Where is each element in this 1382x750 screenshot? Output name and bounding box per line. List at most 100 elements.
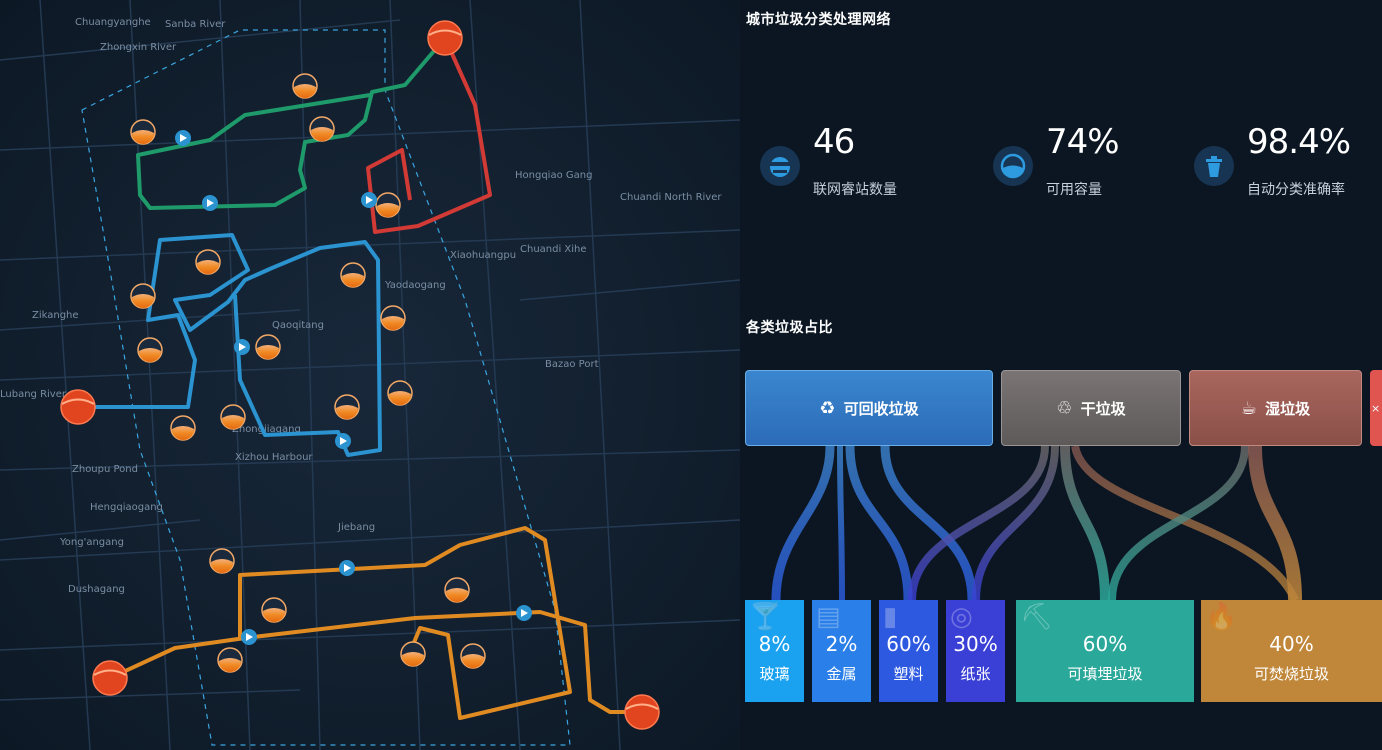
category-hazardous[interactable]: × [1370, 370, 1382, 446]
direction-arrow-icon [361, 192, 377, 208]
station-marker [387, 380, 413, 406]
hub-marker [624, 694, 660, 730]
leaf-percent: 60% [886, 632, 931, 656]
station-marker [292, 73, 318, 99]
station-marker [460, 643, 486, 669]
stat-accuracy: 98.4% 自动分类准确率 [1194, 118, 1380, 208]
map-label: Dushagang [68, 584, 125, 595]
flow-link [1071, 445, 1299, 602]
map-label: Xiaohuangpu [450, 250, 516, 261]
map-label: Bazao Port [545, 359, 599, 370]
stat-label: 自动分类准确率 [1247, 182, 1345, 198]
hazardous-icon: × [1371, 401, 1381, 415]
flow-link [1108, 445, 1249, 601]
direction-arrow-icon [339, 560, 355, 576]
station-marker [137, 337, 163, 363]
recycle-icon: ♻ [819, 397, 836, 419]
route-orange[interactable] [109, 526, 642, 720]
globe-station-icon [760, 146, 800, 186]
flow-link [972, 445, 1059, 601]
leaf-incineration[interactable]: 🔥 40% 可焚烧垃圾 [1201, 600, 1382, 702]
waste-flow-diagram [771, 445, 1302, 602]
category-label: 湿垃圾 [1265, 399, 1311, 418]
leaf-landfill[interactable]: ⛏ 60% 可填埋垃圾 [1016, 600, 1194, 702]
leaf-plastic[interactable]: ▮ 60% 塑料 [879, 600, 938, 702]
street [39, 0, 91, 750]
leaf-percent: 30% [953, 632, 998, 656]
map-label: Chuangyanghe [75, 17, 151, 28]
map-label: Hongqiao Gang [515, 170, 592, 181]
station-marker [209, 548, 235, 574]
map-label: Yaodaogang [384, 280, 446, 291]
station-marker [334, 394, 360, 420]
map-label: Hengqiaogang [90, 502, 163, 513]
leaf-name: 塑料 [893, 665, 924, 683]
category-recyclable[interactable]: ♻ 可回收垃圾 [745, 370, 993, 446]
stat-value: 98.4% [1247, 122, 1351, 162]
category-dry[interactable]: ♲ 干垃圾 [1001, 370, 1181, 446]
leaf-name: 金属 [826, 665, 857, 683]
map-label: Chuandi North River [620, 192, 722, 203]
leaf-percent: 40% [1269, 632, 1314, 656]
station-marker [309, 116, 335, 142]
category-label: 可回收垃圾 [843, 399, 919, 418]
street [389, 0, 421, 750]
stat-stations: 46 联网睿站数量 [760, 118, 960, 208]
bottle-icon: ▮ [883, 602, 898, 632]
breakdown-title: 各类垃圾占比 [746, 320, 833, 336]
flow-links [771, 445, 1302, 602]
shovel-icon: ⛏ [1020, 602, 1054, 632]
fire-icon: 🔥 [1205, 602, 1238, 632]
map-label: Yong'angang [59, 537, 124, 548]
leaf-name: 纸张 [960, 665, 991, 683]
leaf-metal[interactable]: ▤ 2% 金属 [812, 600, 871, 702]
station-marker [375, 192, 401, 218]
category-wet[interactable]: ☕ 湿垃圾 [1189, 370, 1362, 446]
station-marker [217, 647, 243, 673]
station-marker [220, 404, 246, 430]
street [0, 119, 740, 151]
trash-bin-icon [1194, 146, 1234, 186]
metal-can-icon: ▤ [816, 602, 841, 632]
leaf-name: 可填埋垃圾 [1067, 665, 1143, 683]
glass-icon: 🍸 [749, 602, 782, 632]
map-label: Lubang River [0, 389, 67, 400]
leaf-name: 玻璃 [759, 665, 790, 683]
street [0, 689, 301, 701]
flow-link [771, 445, 835, 601]
stat-value: 74% [1046, 122, 1120, 162]
map-label: Jiebang [337, 522, 375, 533]
flow-link [845, 445, 913, 601]
leaf-percent: 8% [758, 632, 791, 656]
leaf-glass[interactable]: 🍸 8% 玻璃 [745, 600, 804, 702]
map-label: Zhongxin River [100, 42, 177, 53]
stat-capacity: 74% 可用容量 [993, 118, 1183, 208]
category-label: 干垃圾 [1080, 399, 1126, 418]
flow-link [908, 445, 1049, 601]
map-label: Zhongjiagang [232, 424, 301, 435]
paper-roll-icon: ◎ [950, 602, 973, 632]
hub-marker [60, 389, 96, 425]
direction-arrow-icon [175, 130, 191, 146]
leaf-percent: 2% [825, 632, 858, 656]
direction-arrow-icon [202, 195, 218, 211]
station-marker [170, 415, 196, 441]
direction-arrow-icon [516, 605, 532, 621]
capacity-gauge-icon [993, 146, 1033, 186]
hub-marker [427, 20, 463, 56]
station-marker [195, 249, 221, 275]
street [0, 619, 740, 651]
direction-arrow-icon [335, 433, 351, 449]
map-label: Sanba River [165, 19, 226, 30]
leaf-percent: 60% [1082, 632, 1128, 656]
route-red[interactable] [366, 37, 492, 234]
flow-link [1060, 445, 1110, 601]
leaf-name: 可焚烧垃圾 [1253, 665, 1329, 683]
leaf-paper[interactable]: ◎ 30% 纸张 [946, 600, 1005, 702]
street [579, 0, 621, 750]
dashboard-panel: 城市垃圾分类处理网络 46 联网睿站数量 74% 可用容量 98.4% 自动分类… [740, 0, 1382, 750]
flow-link [880, 445, 977, 601]
